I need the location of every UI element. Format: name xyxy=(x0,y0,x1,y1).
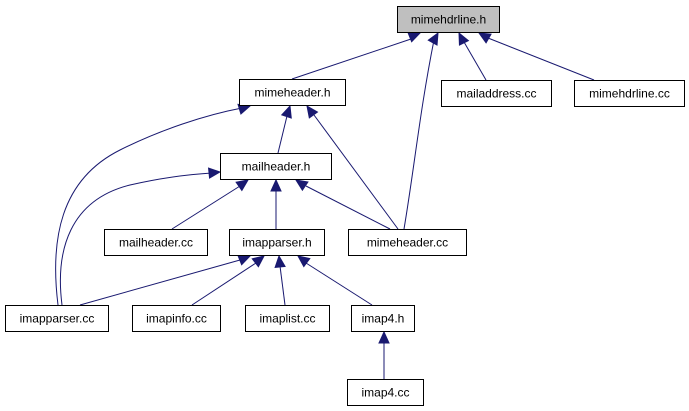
edge-line xyxy=(305,185,391,230)
node-mimehdrline-cc[interactable]: mimehdrline.cc xyxy=(574,80,685,107)
edge-mailheader-h-to-mimeheader-h xyxy=(277,104,292,154)
node-box xyxy=(347,379,424,406)
edge-line xyxy=(305,262,373,306)
edge-imapparser-h-to-mailheader-h xyxy=(270,178,282,229)
arrowhead-icon xyxy=(235,179,249,192)
node-imapparser-cc[interactable]: imapparser.cc xyxy=(5,305,109,332)
node-label: imapparser.cc xyxy=(20,312,95,326)
arrowhead-icon xyxy=(237,254,252,266)
edge-line xyxy=(487,37,595,81)
edge-imapparser-cc-to-mailheader-h xyxy=(59,167,222,306)
edge-imapparser-cc-to-mimeheader-h xyxy=(55,103,252,306)
node-box xyxy=(104,229,208,256)
node-mimeheader-h[interactable]: mimeheader.h xyxy=(239,79,346,106)
edge-mimehdrline-cc-to-mimehdrline-h xyxy=(477,32,595,81)
node-box xyxy=(397,6,500,33)
node-box xyxy=(245,305,330,332)
node-box xyxy=(220,153,332,180)
node-label: mailheader.h xyxy=(242,160,311,174)
arrowhead-icon xyxy=(280,104,292,119)
node-label: imapinfo.cc xyxy=(146,312,207,326)
node-label: imap4.h xyxy=(362,312,405,326)
node-box xyxy=(132,305,221,332)
node-label: mimeheader.h xyxy=(254,86,330,100)
node-mimehdrline-h[interactable]: mimehdrline.h xyxy=(397,6,500,33)
edge-imaplist-cc-to-imapparser-h xyxy=(274,254,286,306)
edge-line xyxy=(277,115,288,154)
arrowhead-icon xyxy=(458,31,470,46)
arrowhead-icon xyxy=(294,179,309,192)
edge-line xyxy=(279,265,286,306)
arrowhead-icon xyxy=(378,330,390,344)
edge-line xyxy=(79,259,241,306)
node-mailaddress-cc[interactable]: mailaddress.cc xyxy=(441,80,552,107)
node-label: mailheader.cc xyxy=(119,236,193,250)
node-imap4-h[interactable]: imap4.h xyxy=(351,305,415,332)
edge-line xyxy=(313,114,399,230)
edges-layer xyxy=(55,31,595,379)
arrowhead-icon xyxy=(270,178,282,192)
node-label: imap4.cc xyxy=(361,386,409,400)
edge-imapinfo-cc-to-imapparser-h xyxy=(191,255,265,306)
nodes-layer: mimehdrline.h mimeheader.h mailaddress.c… xyxy=(5,6,685,406)
edge-line xyxy=(403,39,435,230)
edge-line xyxy=(463,41,487,81)
arrowhead-icon xyxy=(427,31,439,46)
node-label: mimeheader.cc xyxy=(367,236,448,250)
node-imap4-cc[interactable]: imap4.cc xyxy=(347,379,424,406)
arrowhead-icon xyxy=(251,255,265,268)
edge-imap4-cc-to-imap4-h xyxy=(378,330,390,379)
arrowhead-icon xyxy=(407,31,422,43)
node-box xyxy=(348,229,467,256)
node-box xyxy=(229,229,325,256)
arrowhead-icon xyxy=(207,167,222,179)
node-box xyxy=(239,79,346,106)
edge-mailaddress-cc-to-mimehdrline-h xyxy=(458,31,487,81)
edge-line xyxy=(291,37,415,80)
edge-imapparser-cc-to-imapparser-h xyxy=(79,254,252,306)
edge-line xyxy=(191,262,257,306)
node-label: imapparser.h xyxy=(242,236,311,250)
node-imapinfo-cc[interactable]: imapinfo.cc xyxy=(132,305,221,332)
edge-imap4-h-to-imapparser-h xyxy=(297,255,373,306)
arrowhead-icon xyxy=(306,105,319,119)
node-box xyxy=(574,80,685,107)
edge-line xyxy=(171,185,241,230)
node-mailheader-cc[interactable]: mailheader.cc xyxy=(104,229,208,256)
node-mimeheader-cc[interactable]: mimeheader.cc xyxy=(348,229,467,256)
edge-mimeheader-cc-to-mimeheader-h xyxy=(306,105,399,230)
arrowhead-icon xyxy=(477,32,492,44)
arrowhead-icon xyxy=(274,254,286,269)
edge-mimeheader-cc-to-mailheader-h xyxy=(294,179,391,230)
edge-line xyxy=(59,172,213,306)
node-label: mailaddress.cc xyxy=(456,87,536,101)
edge-mimeheader-h-to-mimehdrline-h xyxy=(291,31,422,80)
arrowhead-icon xyxy=(297,255,311,268)
node-box xyxy=(351,305,415,332)
edge-line xyxy=(55,107,243,306)
edge-mimeheader-cc-to-mimehdrline-h xyxy=(403,31,439,230)
node-mailheader-h[interactable]: mailheader.h xyxy=(220,153,332,180)
node-box xyxy=(441,80,552,107)
edge-mailheader-cc-to-mailheader-h xyxy=(171,179,249,230)
node-box xyxy=(5,305,109,332)
node-label: imaplist.cc xyxy=(259,312,315,326)
node-label: mimehdrline.h xyxy=(411,13,486,27)
node-imapparser-h[interactable]: imapparser.h xyxy=(229,229,325,256)
node-label: mimehdrline.cc xyxy=(589,87,670,101)
node-imaplist-cc[interactable]: imaplist.cc xyxy=(245,305,330,332)
